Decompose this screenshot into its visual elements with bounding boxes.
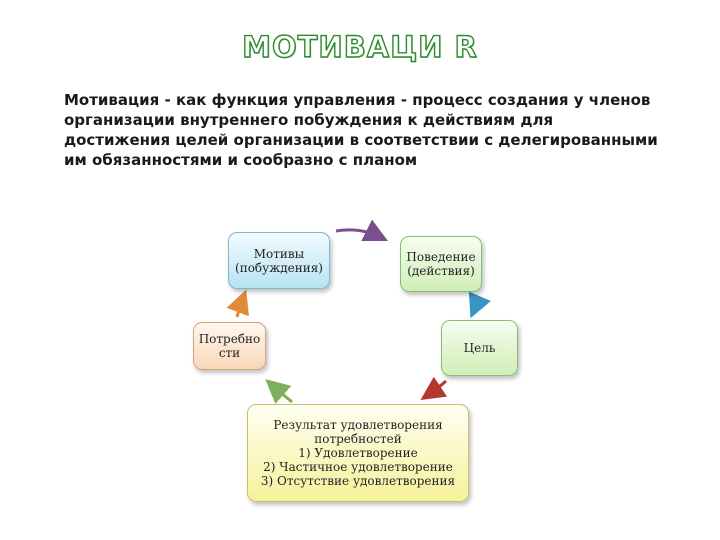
- needs-label-line2: сти: [218, 346, 241, 360]
- motives-label: Мотивы: [253, 246, 305, 261]
- motives-sublabel: (побуждения): [235, 260, 323, 275]
- behavior-sublabel: (действия): [407, 264, 475, 278]
- result-item-2: 2) Частичное удовлетворение: [263, 460, 453, 474]
- result-title-line2: потребностей: [314, 432, 402, 446]
- needs-box: Потребно сти: [193, 322, 266, 370]
- goal-label: Цель: [463, 341, 496, 355]
- result-item-1: 1) Удовлетворение: [298, 446, 418, 460]
- arrow-goal-to-result: [420, 376, 448, 400]
- result-item-3: 3) Отсутствие удовлетворения: [260, 474, 456, 488]
- motivation-definition: Мотивация - как функция управления - про…: [64, 91, 658, 169]
- arrow-result-to-needs: [265, 379, 293, 404]
- slide-title: МОТИВАЦИ R: [241, 29, 478, 64]
- behavior-label: Поведение: [406, 250, 476, 264]
- result-box: Результат удовлетворения потребностей 1)…: [247, 404, 469, 502]
- arrow-motives-to-behavior: [335, 219, 389, 242]
- arrow-behavior-to-goal: [468, 291, 491, 319]
- motives-box: Мотивы (побуждения): [228, 232, 330, 289]
- result-title-line1: Результат удовлетворения: [273, 418, 443, 432]
- arrow-needs-to-motives: [226, 289, 249, 318]
- needs-label-line1: Потребно: [198, 332, 261, 346]
- goal-box: Цель: [441, 320, 518, 376]
- behavior-box: Поведение (действия): [400, 236, 482, 292]
